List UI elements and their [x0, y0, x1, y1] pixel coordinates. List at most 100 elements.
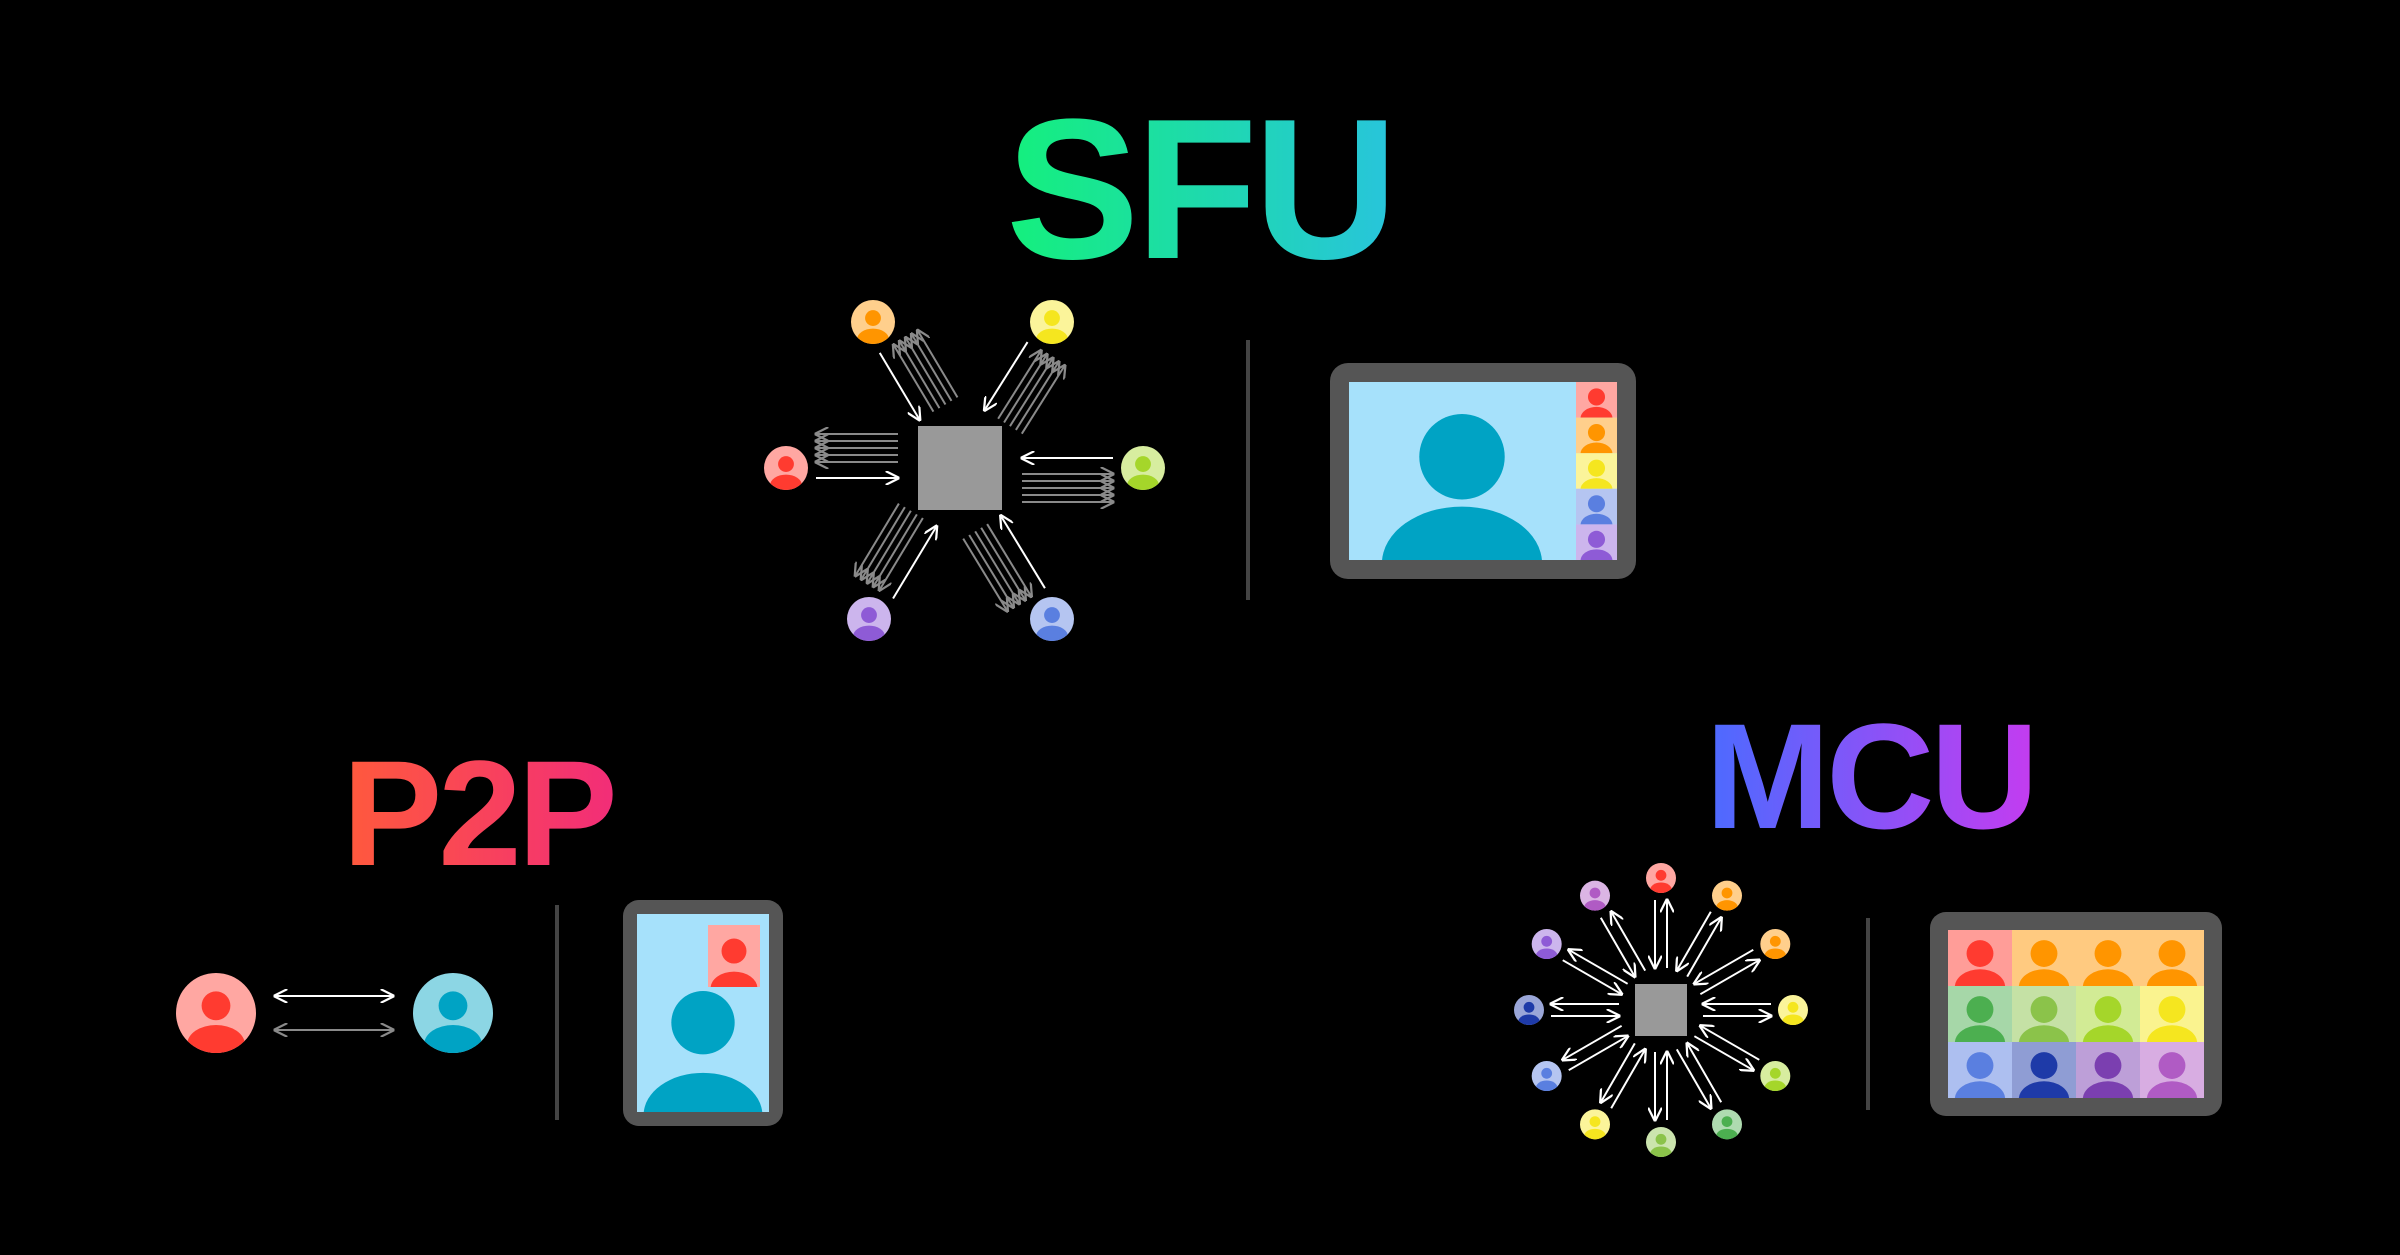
- person-head: [721, 938, 747, 964]
- download-stream-arrow: [867, 510, 912, 583]
- participant-thumbnail-avatar: [1580, 388, 1613, 418]
- avatar-body: [1650, 1146, 1672, 1157]
- person-head: [2158, 940, 2186, 967]
- download-stream-arrow: [894, 345, 935, 413]
- person-head: [1587, 530, 1606, 548]
- sfu-topology: [764, 300, 1165, 641]
- avatar-body: [1764, 948, 1787, 959]
- upload-stream-arrow: [1700, 1026, 1760, 1061]
- avatar-head: [778, 456, 794, 472]
- download-stream-arrow: [1611, 912, 1647, 972]
- participant-avatar-icon: [1121, 446, 1165, 490]
- self-view-avatar: [710, 938, 758, 987]
- media-server-icon: [918, 426, 1002, 510]
- avatar-body: [1036, 328, 1068, 344]
- participant-thumbnail-avatar: [1580, 459, 1613, 489]
- composite-tile-avatar: [2146, 940, 2198, 986]
- composite-tile-avatar: [2018, 996, 2070, 1042]
- upload-stream-arrow: [1562, 959, 1622, 994]
- avatar-head: [1787, 1001, 1799, 1013]
- composite-tile-avatar: [2082, 940, 2134, 986]
- download-stream-arrow: [900, 341, 941, 409]
- person-head: [1966, 1052, 1994, 1079]
- person-body: [1580, 406, 1613, 418]
- download-stream-arrow: [873, 513, 918, 586]
- avatar-body: [1584, 1128, 1606, 1140]
- presenter-video-tile: [1382, 414, 1542, 560]
- person-head: [1587, 495, 1606, 513]
- person-body: [2018, 1081, 2070, 1098]
- person-body: [1954, 1081, 2006, 1098]
- upload-stream-arrow: [1610, 1049, 1645, 1109]
- participant-avatar-icon: [851, 300, 895, 344]
- person-head: [2094, 940, 2122, 967]
- composite-tile-avatar: [2082, 996, 2134, 1042]
- p2p-topology: [176, 973, 493, 1053]
- sfu-tablet-device: [1330, 363, 1636, 579]
- person-head: [2094, 996, 2122, 1023]
- sfu-title: SFU: [1006, 78, 1394, 301]
- download-stream-arrow: [879, 517, 924, 590]
- person-head: [671, 991, 735, 1055]
- remote-video-tile: [643, 991, 763, 1112]
- person-head: [1587, 424, 1606, 442]
- participant-avatar-icon: [1580, 880, 1610, 911]
- download-stream-arrow: [912, 334, 953, 402]
- participant-thumbnail-avatar: [1580, 530, 1613, 561]
- avatar-head: [861, 607, 877, 623]
- download-stream-arrow: [1601, 1042, 1636, 1102]
- download-stream-arrow: [1675, 1048, 1711, 1108]
- participant-avatar-icon: [764, 446, 808, 490]
- avatar-head: [1655, 869, 1667, 881]
- download-stream-arrow: [855, 503, 900, 576]
- person-head: [1966, 940, 1994, 967]
- participant-avatar-icon: [1760, 1061, 1791, 1091]
- mcu-topology: [1514, 863, 1808, 1157]
- avatar-head: [1135, 456, 1151, 472]
- p2p-title: P2P: [342, 729, 614, 897]
- person-body: [1580, 478, 1613, 489]
- download-stream-arrow: [968, 534, 1013, 607]
- download-stream-arrow: [1009, 358, 1053, 427]
- download-stream-arrow: [974, 530, 1019, 603]
- download-stream-arrow: [918, 330, 959, 398]
- download-stream-arrow: [861, 506, 906, 579]
- person-body: [1954, 969, 2006, 986]
- person-head: [2030, 1052, 2058, 1079]
- avatar-body: [1036, 625, 1068, 641]
- avatar-body: [1782, 1014, 1804, 1025]
- person-body: [1382, 506, 1542, 560]
- person-body: [2082, 1025, 2134, 1042]
- composite-tile-avatar: [2146, 1052, 2198, 1098]
- avatar-body: [1650, 882, 1672, 893]
- download-stream-arrow: [980, 527, 1025, 600]
- avatar-body: [770, 474, 802, 490]
- person-head: [2094, 1052, 2122, 1079]
- person-head: [2030, 996, 2058, 1023]
- avatar-body: [857, 328, 889, 344]
- composite-tile-avatar: [1954, 940, 2006, 986]
- avatar-head: [1721, 887, 1733, 899]
- composite-tile-avatar: [2146, 996, 2198, 1042]
- composite-tile-avatar: [2018, 1052, 2070, 1098]
- download-stream-arrow: [962, 538, 1007, 611]
- download-stream-arrow: [1563, 1024, 1623, 1060]
- media-server-icon: [1635, 984, 1687, 1036]
- person-body: [2018, 1025, 2070, 1042]
- participant-avatar-icon: [847, 597, 891, 641]
- participant-avatar-icon: [1531, 1061, 1562, 1091]
- avatar-head: [1044, 607, 1060, 623]
- person-head: [2030, 940, 2058, 967]
- avatar-head: [1541, 935, 1553, 947]
- composite-tile-avatar: [2082, 1052, 2134, 1098]
- avatar-body: [1764, 1080, 1787, 1091]
- download-stream-arrow: [1020, 366, 1065, 435]
- person-body: [2082, 1081, 2134, 1098]
- avatar-body: [853, 625, 885, 641]
- upload-stream-arrow: [1677, 911, 1712, 971]
- participant-avatar-icon: [1712, 1109, 1742, 1140]
- person-body: [1580, 513, 1613, 525]
- person-body: [2146, 969, 2198, 986]
- avatar-head: [1044, 310, 1060, 326]
